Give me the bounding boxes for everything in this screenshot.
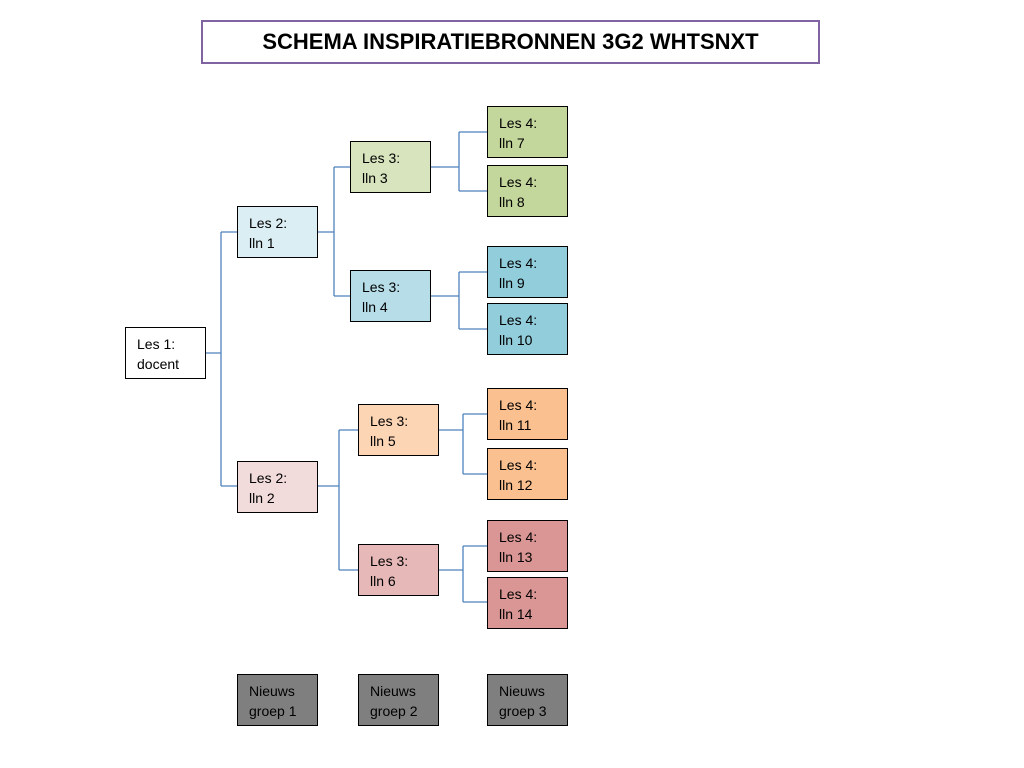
node-line-1: Les 4: xyxy=(499,115,538,131)
node-les4-lln10: Les 4: lln 10 xyxy=(487,303,568,355)
node-line-2: groep 1 xyxy=(249,703,297,719)
node-line-2: lln 3 xyxy=(362,170,388,186)
node-line-2: lln 1 xyxy=(249,235,275,251)
node-les3-lln5: Les 3: lln 5 xyxy=(358,404,439,456)
node-nieuws-groep-2: Nieuws groep 2 xyxy=(358,674,439,726)
node-les4-lln12: Les 4: lln 12 xyxy=(487,448,568,500)
node-line-2: groep 3 xyxy=(499,703,547,719)
node-line-2: groep 2 xyxy=(370,703,418,719)
node-line-1: Nieuws xyxy=(249,683,295,699)
node-line-1: Les 4: xyxy=(499,255,538,271)
node-line-2: lln 11 xyxy=(499,417,532,433)
node-les2-lln1: Les 2: lln 1 xyxy=(237,206,318,258)
node-line-1: Nieuws xyxy=(499,683,545,699)
node-line-1: Les 4: xyxy=(499,174,538,190)
node-line-2: lln 2 xyxy=(249,490,275,506)
diagram-title: SCHEMA INSPIRATIEBRONNEN 3G2 WHTSNXT xyxy=(201,20,820,64)
node-line-2: lln 10 xyxy=(499,332,533,348)
node-les4-lln9: Les 4: lln 9 xyxy=(487,246,568,298)
node-line-2: lln 8 xyxy=(499,194,525,210)
connector xyxy=(318,166,350,297)
node-line-1: Nieuws xyxy=(370,683,416,699)
node-les4-lln11: Les 4: lln 11 xyxy=(487,388,568,440)
connector xyxy=(431,271,487,330)
node-les1-docent: Les 1: docent xyxy=(125,327,206,379)
node-nieuws-groep-1: Nieuws groep 1 xyxy=(237,674,318,726)
node-line-1: Les 3: xyxy=(370,413,409,429)
node-line-2: lln 5 xyxy=(370,433,396,449)
node-line-2: lln 9 xyxy=(499,275,525,291)
node-line-1: Les 4: xyxy=(499,397,538,413)
node-nieuws-groep-3: Nieuws groep 3 xyxy=(487,674,568,726)
node-line-2: docent xyxy=(137,356,180,372)
node-line-1: Les 3: xyxy=(362,279,401,295)
node-line-1: Les 4: xyxy=(499,457,538,473)
node-line-2: lln 13 xyxy=(499,549,533,565)
node-line-1: Les 2: xyxy=(249,470,288,486)
node-line-2: lln 14 xyxy=(499,606,533,622)
node-les4-lln8: Les 4: lln 8 xyxy=(487,165,568,217)
node-line-2: lln 12 xyxy=(499,477,533,493)
node-les3-lln4: Les 3: lln 4 xyxy=(350,270,431,322)
node-line-1: Les 1: xyxy=(137,336,176,352)
node-line-1: Les 3: xyxy=(362,150,401,166)
node-line-1: Les 3: xyxy=(370,553,409,569)
node-line-2: lln 6 xyxy=(370,573,396,589)
connector xyxy=(205,231,237,487)
connector xyxy=(431,131,487,192)
connector xyxy=(438,545,487,603)
node-line-1: Les 4: xyxy=(499,529,538,545)
node-les4-lln7: Les 4: lln 7 xyxy=(487,106,568,158)
node-les3-lln6: Les 3: lln 6 xyxy=(358,544,439,596)
node-line-2: lln 4 xyxy=(362,299,388,315)
node-line-1: Les 4: xyxy=(499,586,538,602)
node-les2-lln2: Les 2: lln 2 xyxy=(237,461,318,513)
node-line-1: Les 4: xyxy=(499,312,538,328)
node-line-1: Les 2: xyxy=(249,215,288,231)
connector xyxy=(318,429,358,571)
connector xyxy=(438,413,487,475)
node-line-2: lln 7 xyxy=(499,135,525,151)
node-les4-lln13: Les 4: lln 13 xyxy=(487,520,568,572)
node-les3-lln3: Les 3: lln 3 xyxy=(350,141,431,193)
node-les4-lln14: Les 4: lln 14 xyxy=(487,577,568,629)
